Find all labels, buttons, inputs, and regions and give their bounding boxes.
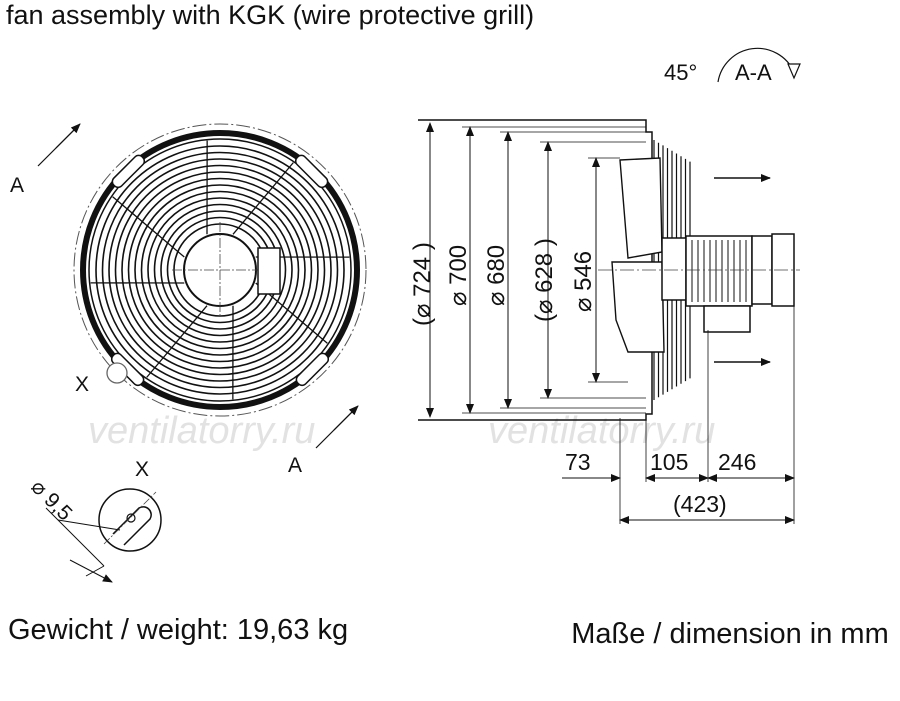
dim-l423: (423) [673,491,727,517]
front-view [73,123,367,417]
motor-body [685,235,753,307]
dim-l73: 73 [565,449,591,475]
mounting-lug [110,154,330,387]
detail-x-circle [106,362,128,384]
section-mark-a-top: A [10,174,24,197]
rotation-arrow-head [787,63,801,80]
outer-pitch-circle [73,123,367,417]
watermark-right: ventilatorry.ru [488,410,715,452]
terminal-box [257,247,281,295]
dim-d700: ⌀ 700 [445,245,472,306]
detail-x-view [45,488,162,583]
motor-terminal-box [703,305,751,333]
detail-mark-x: X [75,373,89,396]
dim-l105: 105 [650,449,688,475]
drawing-title: fan assembly with KGK (wire protective g… [6,0,535,30]
dim-d546: ⌀ 546 [570,251,597,312]
dim-d628: (⌀ 628 ) [531,238,558,322]
grill-outer-ring [80,130,360,410]
dim-d680: ⌀ 680 [483,245,510,306]
weight-text: Gewicht / weight: 19,63 kg [8,614,349,646]
length-dimensions [562,306,795,524]
motor-flange [661,237,687,301]
section-mark-a-bottom: A [288,454,302,477]
fan-blade-top [619,157,663,259]
section-view-label: A-A [735,60,772,85]
dim-l246: 246 [718,449,756,475]
rotation-arrow [717,47,795,83]
units-note: Maße / dimension in mm [571,618,889,650]
diameter-dimensions [426,122,646,418]
side-view [418,119,800,421]
detail-title: X [135,458,149,481]
detail-hole-diameter: ⌀ 9,5 [26,475,76,525]
fan-blade-bottom [611,261,665,353]
grill-ring-2 [88,138,352,402]
section-angle: 45° [664,60,697,85]
motor-fins [691,240,747,302]
dim-d724: (⌀ 724 ) [409,242,436,326]
watermark-left: ventilatorry.ru [88,410,315,452]
section-cut-marks [37,123,359,449]
